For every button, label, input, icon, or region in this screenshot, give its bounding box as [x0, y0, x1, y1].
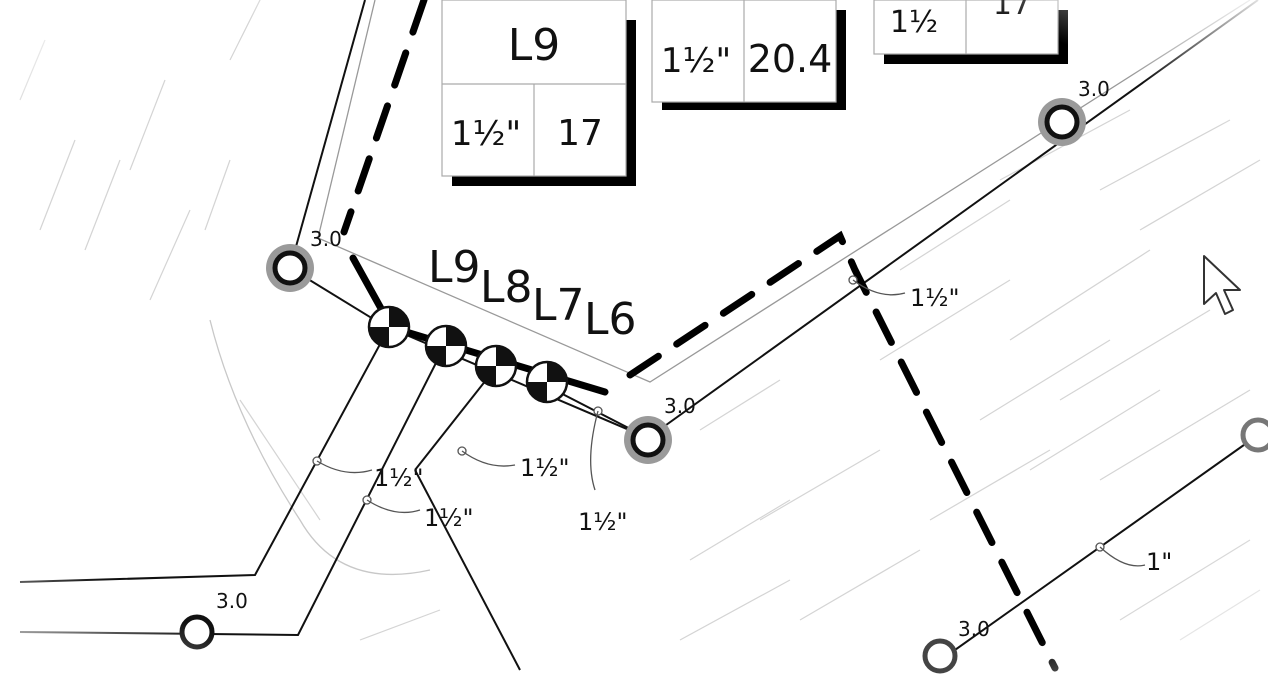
- sprinkler-head-icon[interactable]: [624, 416, 672, 464]
- elevation-top-left: 3.0: [310, 227, 342, 251]
- table-l9-value: 17: [557, 113, 603, 154]
- pipe-size-branch-4: 1½": [578, 508, 628, 536]
- sprinkler-head-icon[interactable]: [266, 244, 314, 292]
- table-right[interactable]: 1½ 17: [873, 0, 1068, 64]
- sprinkler-head-icon[interactable]: [179, 614, 215, 650]
- table-mid-value: 20.4: [748, 37, 833, 81]
- elevation-labels: 3.0 3.0 3.0 3.0 3.0: [216, 77, 1110, 641]
- sprinkler-heads: [179, 98, 1268, 674]
- table-l9-label: L9: [508, 20, 561, 71]
- pipe-size-branch-1: 1½": [374, 464, 424, 492]
- sprinkler-head-icon[interactable]: [1038, 98, 1086, 146]
- table-l9-size: 1½": [451, 114, 521, 154]
- loop-label-l7: L7: [532, 280, 585, 331]
- table-mid-size: 1½": [661, 41, 731, 81]
- elevation-top-right: 3.0: [1078, 77, 1110, 101]
- loop-label-l8: L8: [480, 262, 533, 313]
- pipe-size-branch-2: 1½": [424, 504, 474, 532]
- pipe-size-labels: 1½" 1½" 1½" 1½" 1½" 1": [374, 284, 1172, 576]
- elevation-center: 3.0: [664, 394, 696, 418]
- background-hatching: [19, 0, 1261, 641]
- table-right-value: 17: [993, 0, 1031, 22]
- loop-label-l6: L6: [584, 294, 637, 345]
- pipe-size-upper-right: 1½": [910, 284, 960, 312]
- sprinkler-head-icon[interactable]: [1240, 417, 1268, 453]
- valve-l8[interactable]: [424, 324, 468, 368]
- valve-l6[interactable]: [525, 360, 569, 404]
- elevation-bottom-left: 3.0: [216, 589, 248, 613]
- sprinkler-head-icon[interactable]: [922, 638, 958, 674]
- pipe-size-lower-right: 1": [1146, 548, 1172, 576]
- cursor-arrow-icon: [1203, 255, 1241, 315]
- table-l9[interactable]: L9 1½" 17: [441, 0, 636, 186]
- table-mid[interactable]: 1½" 20.4: [651, 0, 846, 110]
- loop-label-l9: L9: [428, 242, 481, 293]
- elevation-bottom-right: 3.0: [958, 617, 990, 641]
- valve-l9[interactable]: [367, 305, 411, 349]
- pipe-size-branch-3: 1½": [520, 454, 570, 482]
- table-right-size: 1½: [890, 5, 938, 40]
- valve-l7[interactable]: [474, 344, 518, 388]
